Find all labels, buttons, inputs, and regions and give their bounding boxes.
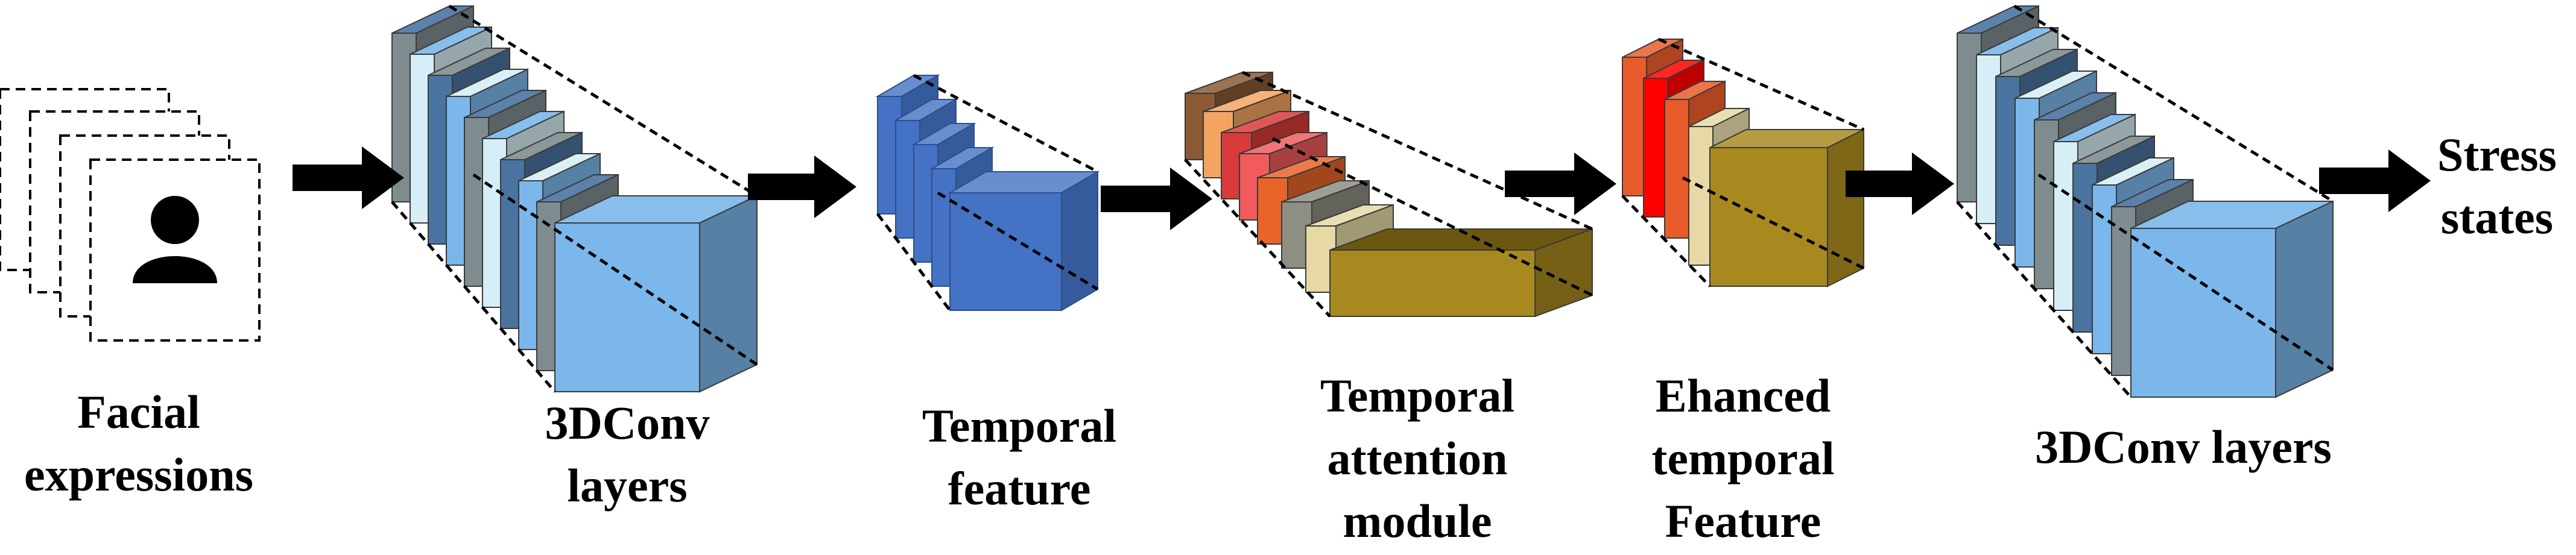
conv1-slice-10-front (554, 222, 700, 392)
tfeat-label-line1: Temporal (922, 400, 1117, 452)
arrow-right-icon (1101, 168, 1212, 230)
arrow-right-icon (748, 155, 856, 218)
conv2-slice-10-front (2130, 228, 2276, 398)
enh-edge-top (1657, 37, 1865, 131)
arrow-right-icon (1505, 152, 1616, 215)
conv2-label-line1: 3DConv layers (2035, 421, 2332, 473)
enh-layer-5 (1709, 128, 1864, 287)
tfeat-edge-top (913, 74, 1099, 174)
temporal-feature-label: Temporal feature (893, 395, 1146, 520)
3dconv-block-1 (391, 4, 758, 393)
tfeat-label-line2: feature (948, 462, 1091, 515)
enh-edge-right (1682, 176, 1865, 270)
conv1-slice-10 (554, 195, 758, 393)
arrow-right-icon (293, 146, 404, 209)
conv2-edge-bottom (1956, 201, 2132, 398)
stress-label-line2: states (2440, 191, 2554, 243)
enh-label-line2: temporal (1651, 432, 1835, 484)
tatt-edge-top (1241, 71, 1593, 231)
conv1-edge-bottom (391, 201, 556, 393)
enh-label-line1: Ehanced (1655, 369, 1831, 422)
conv1-slice-10-side (699, 195, 758, 393)
enh-layer-5-front (1709, 147, 1828, 287)
tatt-edge-bottom (1184, 158, 1331, 318)
tatt-layer-8-front (1329, 249, 1536, 317)
3dconv-block-2 (1956, 4, 2334, 398)
tfeat-edge-bottom (876, 213, 951, 312)
tfeat-slice-5-front (949, 192, 1062, 311)
face-frame-4 (89, 158, 261, 342)
facial-expressions-label: Facial expressions (12, 381, 265, 506)
person-head (151, 196, 199, 244)
temporal-attention-block (1184, 71, 1593, 318)
conv2-slice-10 (2130, 200, 2334, 398)
conv1-edge-right (472, 173, 758, 366)
tatt-label-line3: module (1343, 495, 1492, 547)
conv1-edge-top (448, 4, 758, 198)
tatt-label-line2: attention (1327, 432, 1508, 484)
3dconv-label-1: 3DConv layers (501, 392, 754, 517)
enh-edge-bottom (1621, 195, 1711, 287)
tatt-edge-right (1271, 137, 1593, 297)
conv1-label-line1: 3DConv (545, 397, 710, 449)
stress-states-label: Stress states (2407, 124, 2576, 249)
facial-label-line1: Facial (77, 386, 200, 438)
enh-layer-5-side (1827, 128, 1864, 287)
enhanced-feature-block (1621, 37, 1865, 287)
conv2-edge-right (2037, 173, 2334, 372)
tatt-layer-8 (1329, 228, 1593, 318)
person-body (133, 256, 217, 283)
enhanced-feature-label: Ehanced temporal Feature (1616, 365, 1870, 553)
person-icon (133, 196, 217, 283)
temporal-feature-block (875, 74, 1100, 312)
stress-label-line1: Stress (2437, 128, 2557, 181)
arrow-right-icon (2319, 149, 2431, 212)
conv2-edge-top (2013, 4, 2334, 203)
facial-label-line2: expressions (24, 448, 253, 501)
tatt-label-line1: Temporal (1320, 369, 1515, 422)
conv1-label-line2: layers (567, 459, 688, 512)
tfeat-slice-5-side (1061, 171, 1098, 312)
tfeat-edge-right (937, 191, 1099, 291)
temporal-attention-label: Temporal attention module (1291, 365, 1544, 553)
enh-layer-3-front (1664, 99, 1689, 239)
facial-expressions-stack (0, 88, 261, 342)
enh-label-line3: Feature (1665, 495, 1821, 547)
3dconv-label-2: 3DConv layers (1990, 416, 2376, 478)
arrows (293, 146, 2431, 230)
enh-layer-4-front (1688, 126, 1714, 266)
conv2-slice-10-side (2275, 200, 2334, 398)
arrow-right-icon (1846, 152, 1954, 215)
tfeat-slice-5 (948, 171, 1100, 312)
